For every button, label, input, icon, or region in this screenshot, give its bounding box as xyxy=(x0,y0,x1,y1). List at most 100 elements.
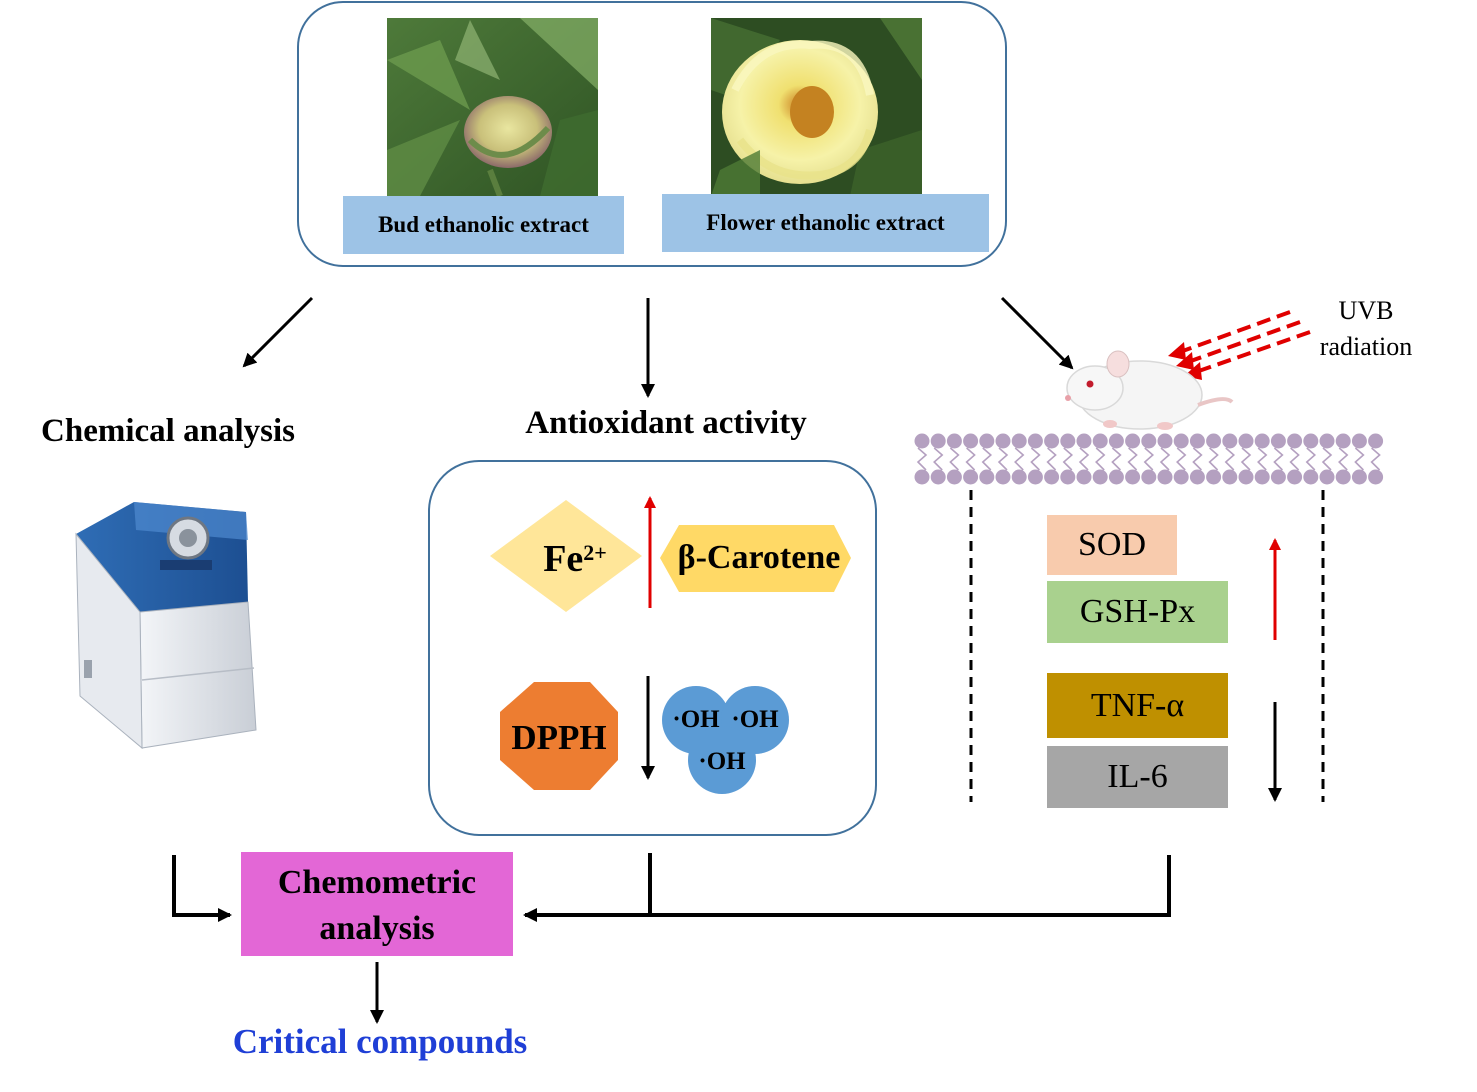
oh-circle-3 xyxy=(688,726,756,794)
membrane-head-top xyxy=(1141,433,1157,449)
antioxidant-container xyxy=(428,460,877,836)
membrane-tail xyxy=(916,447,928,471)
oh-label-3: ·OH xyxy=(698,748,746,775)
membrane-tail xyxy=(1111,447,1122,471)
membrane-tail xyxy=(1354,447,1365,471)
uvb-label-line1: UVB xyxy=(1338,296,1394,325)
membrane-head-bottom xyxy=(946,469,962,485)
membrane-head-bottom xyxy=(1189,469,1205,485)
membrane-tail xyxy=(1370,447,1381,471)
membrane-head-top xyxy=(1287,433,1303,449)
membrane-tail xyxy=(981,447,993,471)
membrane-head-bottom xyxy=(1011,469,1027,485)
membrane-tail xyxy=(1176,447,1187,471)
fe-main-text: Fe xyxy=(543,538,584,580)
membrane-tail xyxy=(1030,447,1041,471)
membrane-head-top xyxy=(1206,433,1222,449)
uvb-label-line2: radiation xyxy=(1319,332,1413,361)
dpph-octagon xyxy=(500,682,618,790)
membrane-head-top xyxy=(1368,433,1384,449)
membrane-head-bottom xyxy=(1222,469,1238,485)
membrane-head-top xyxy=(1270,433,1286,449)
membrane-head-top xyxy=(1254,433,1270,449)
membrane-tail xyxy=(1257,447,1268,471)
membrane-head-top xyxy=(1011,433,1027,449)
carotene-hexagon xyxy=(660,525,851,592)
membrane-tail xyxy=(1273,447,1284,471)
membrane-tail xyxy=(949,447,960,471)
bud-extract-label: Bud ethanolic extract xyxy=(378,212,589,237)
membrane-head-bottom xyxy=(914,469,930,485)
membrane-tail xyxy=(1062,447,1074,471)
chemometric-box xyxy=(241,852,513,956)
membrane-head-bottom xyxy=(1060,469,1076,485)
membrane-head-top xyxy=(1189,433,1205,449)
membrane-head-top xyxy=(1303,433,1319,449)
membrane-head-top xyxy=(1335,433,1351,449)
membrane-head-top xyxy=(1125,433,1141,449)
membrane-head-top xyxy=(1319,433,1335,449)
membrane-head-top xyxy=(1076,433,1092,449)
oh-label-2: ·OH xyxy=(731,706,779,733)
gsh-box xyxy=(1047,581,1228,643)
membrane-head-bottom xyxy=(1351,469,1367,485)
membrane-head-bottom xyxy=(1270,469,1286,485)
membrane-head-bottom xyxy=(1157,469,1173,485)
sod-box xyxy=(1047,515,1177,575)
membrane-head-bottom xyxy=(1206,469,1222,485)
il6-label: IL-6 xyxy=(1107,758,1168,795)
membrane-head-top xyxy=(1044,433,1060,449)
membrane-head-top xyxy=(914,433,930,449)
membrane-tail xyxy=(1078,447,1090,471)
membrane-head-top xyxy=(1108,433,1124,449)
membrane-tail xyxy=(1208,447,1219,471)
membrane-head-top xyxy=(1027,433,1043,449)
membrane-tail xyxy=(1143,447,1155,471)
sod-label: SOD xyxy=(1077,526,1147,563)
membrane-tail xyxy=(1192,447,1203,471)
extract-container xyxy=(297,1,1007,267)
membrane-head-bottom xyxy=(930,469,946,485)
membrane-tail xyxy=(1046,447,1057,471)
mouse-image xyxy=(1065,350,1234,430)
membrane-head-bottom xyxy=(1319,469,1335,485)
membrane-head-bottom xyxy=(1254,469,1270,485)
membrane-tail xyxy=(933,447,944,471)
gsh-label: GSH-Px xyxy=(1079,593,1196,630)
membrane-head-bottom xyxy=(1092,469,1108,485)
cell-membrane xyxy=(914,433,1384,485)
membrane-tail xyxy=(965,447,976,471)
membrane-head-top xyxy=(1238,433,1254,449)
membrane-head-top xyxy=(995,433,1011,449)
membrane-tail xyxy=(1289,447,1300,471)
membrane-tail xyxy=(1240,447,1252,471)
membrane-head-top xyxy=(963,433,979,449)
dpph-label: DPPH xyxy=(511,718,607,757)
membrane-head-top xyxy=(1060,433,1076,449)
membrane-tail xyxy=(1014,447,1025,471)
fe-superscript: 2+ xyxy=(583,540,607,565)
chemical-analysis-title: Chemical analysis xyxy=(41,412,295,449)
membrane-head-bottom xyxy=(1173,469,1189,485)
flower-photo xyxy=(711,18,922,196)
membrane-tail xyxy=(1321,447,1333,471)
membrane-head-top xyxy=(1173,433,1189,449)
arrow-to-chemical xyxy=(242,296,314,368)
membrane-head-bottom xyxy=(1287,469,1303,485)
membrane-tail xyxy=(997,447,1009,471)
uvb-rays xyxy=(1168,310,1311,380)
il6-box xyxy=(1047,746,1228,808)
connector-from-chemical xyxy=(172,855,232,922)
fe-diamond xyxy=(490,500,642,612)
tnf-label: TNF-α xyxy=(1090,686,1185,724)
chemometric-label-line1: Chemometric xyxy=(277,864,477,901)
connector-from-mouse xyxy=(523,855,1171,922)
membrane-head-bottom xyxy=(1125,469,1141,485)
antioxidant-activity-title: Antioxidant activity xyxy=(525,404,807,441)
membrane-head-top xyxy=(979,433,995,449)
flower-extract-label: Flower ethanolic extract xyxy=(706,210,945,235)
membrane-tail xyxy=(1127,447,1138,471)
flower-label-box xyxy=(662,194,989,252)
membrane-head-bottom xyxy=(995,469,1011,485)
